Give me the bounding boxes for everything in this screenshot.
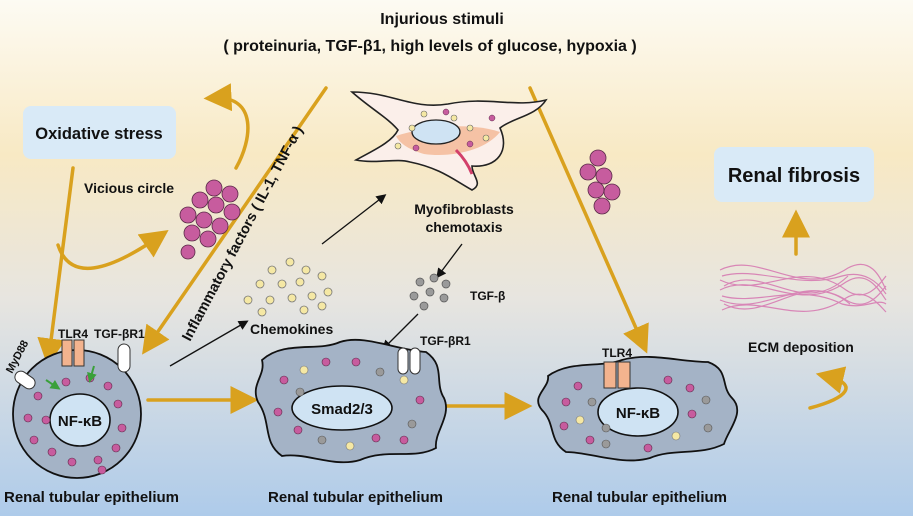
subtitle: ( proteinuria, TGF-β1, high levels of gl… xyxy=(223,38,636,55)
title: Injurious stimuli xyxy=(380,11,504,28)
oxidative-stress-box: Oxidative stress xyxy=(23,106,176,159)
arrow-tgfb-to-cell2 xyxy=(381,313,419,351)
cell-3: NF-κB TLR4 Renal tubular epithelium xyxy=(537,346,739,506)
cell-1-caption: Renal tubular epithelium xyxy=(4,489,179,506)
cell-2-caption: Renal tubular epithelium xyxy=(268,489,443,506)
tgf-beta-label: TGF-β xyxy=(470,289,505,303)
cell-1: NF-κB TLR4 TGF-βR1 MyD88 Renal tubular e… xyxy=(4,327,179,506)
cell-1-tlr4-b xyxy=(73,339,85,367)
cell-3-tlr4-label: TLR4 xyxy=(602,346,632,360)
myofibroblast-cell xyxy=(349,91,548,191)
chemokines-label: Chemokines xyxy=(250,321,333,337)
renal-fibrosis-label: Renal fibrosis xyxy=(728,165,860,187)
right-pink-cluster xyxy=(579,149,621,215)
arrow-cell3-to-ecm xyxy=(808,366,848,410)
cell-3-tlr4-b xyxy=(617,361,631,389)
renal-fibrosis-box: Renal fibrosis xyxy=(714,147,874,202)
cell-2: Smad2/3 TGF-βR1 Renal tubular epithelium xyxy=(254,334,471,506)
ecm-deposition-label: ECM deposition xyxy=(748,339,854,355)
cell-1-tlr4-label: TLR4 xyxy=(58,327,88,341)
arrow-vicious-circle xyxy=(56,230,169,271)
gold-arrows xyxy=(37,83,848,420)
cell-1-tlr4-a xyxy=(61,339,73,367)
cell-2-nucleus xyxy=(291,385,393,431)
arrow-cell1-to-chemokines xyxy=(169,320,249,367)
vicious-circle-cluster xyxy=(179,179,241,260)
arrow-stimuli-to-cell3 xyxy=(528,86,649,354)
oxidative-stress-label: Oxidative stress xyxy=(35,125,163,143)
cell-3-tlr4-a xyxy=(603,361,617,389)
cell-1-tgfbr1-label: TGF-βR1 xyxy=(94,327,145,341)
cell-2-nucleus-label: Smad2/3 xyxy=(311,401,373,418)
black-arrows xyxy=(169,194,463,367)
tgf-beta-dots xyxy=(409,273,451,311)
cell-1-nucleus-label: NF-κB xyxy=(58,413,102,430)
cell-1-myd88 xyxy=(14,370,36,390)
cell-3-caption: Renal tubular epithelium xyxy=(552,489,727,506)
arrow-chemokines-to-myofibroblasts xyxy=(321,194,387,245)
vicious-circle-label: Vicious circle xyxy=(84,180,174,196)
ecm-fibers xyxy=(719,263,887,313)
cell-3-nucleus-label: NF-κB xyxy=(616,405,660,422)
cell-2-tgfbr1-b xyxy=(409,347,421,375)
cell-2-tgfbr1-a xyxy=(397,347,409,375)
arrow-myofibroblasts-to-tgfb xyxy=(436,243,463,279)
myofibroblasts-label-2: chemotaxis xyxy=(425,219,502,235)
cell-3-nucleus xyxy=(597,387,679,437)
cell-3-dots xyxy=(559,375,713,453)
arrow-oxidative-to-cell1 xyxy=(37,166,75,367)
cell-1-tgfbr1 xyxy=(117,343,131,373)
arrow-to-oxidative-stress xyxy=(203,83,250,170)
cell-2-tgfbr1-label: TGF-βR1 xyxy=(420,334,471,348)
myofibroblasts-label-1: Myofibroblasts xyxy=(414,201,514,217)
cell-2-dots xyxy=(273,357,425,451)
chemokine-dots xyxy=(243,257,333,317)
